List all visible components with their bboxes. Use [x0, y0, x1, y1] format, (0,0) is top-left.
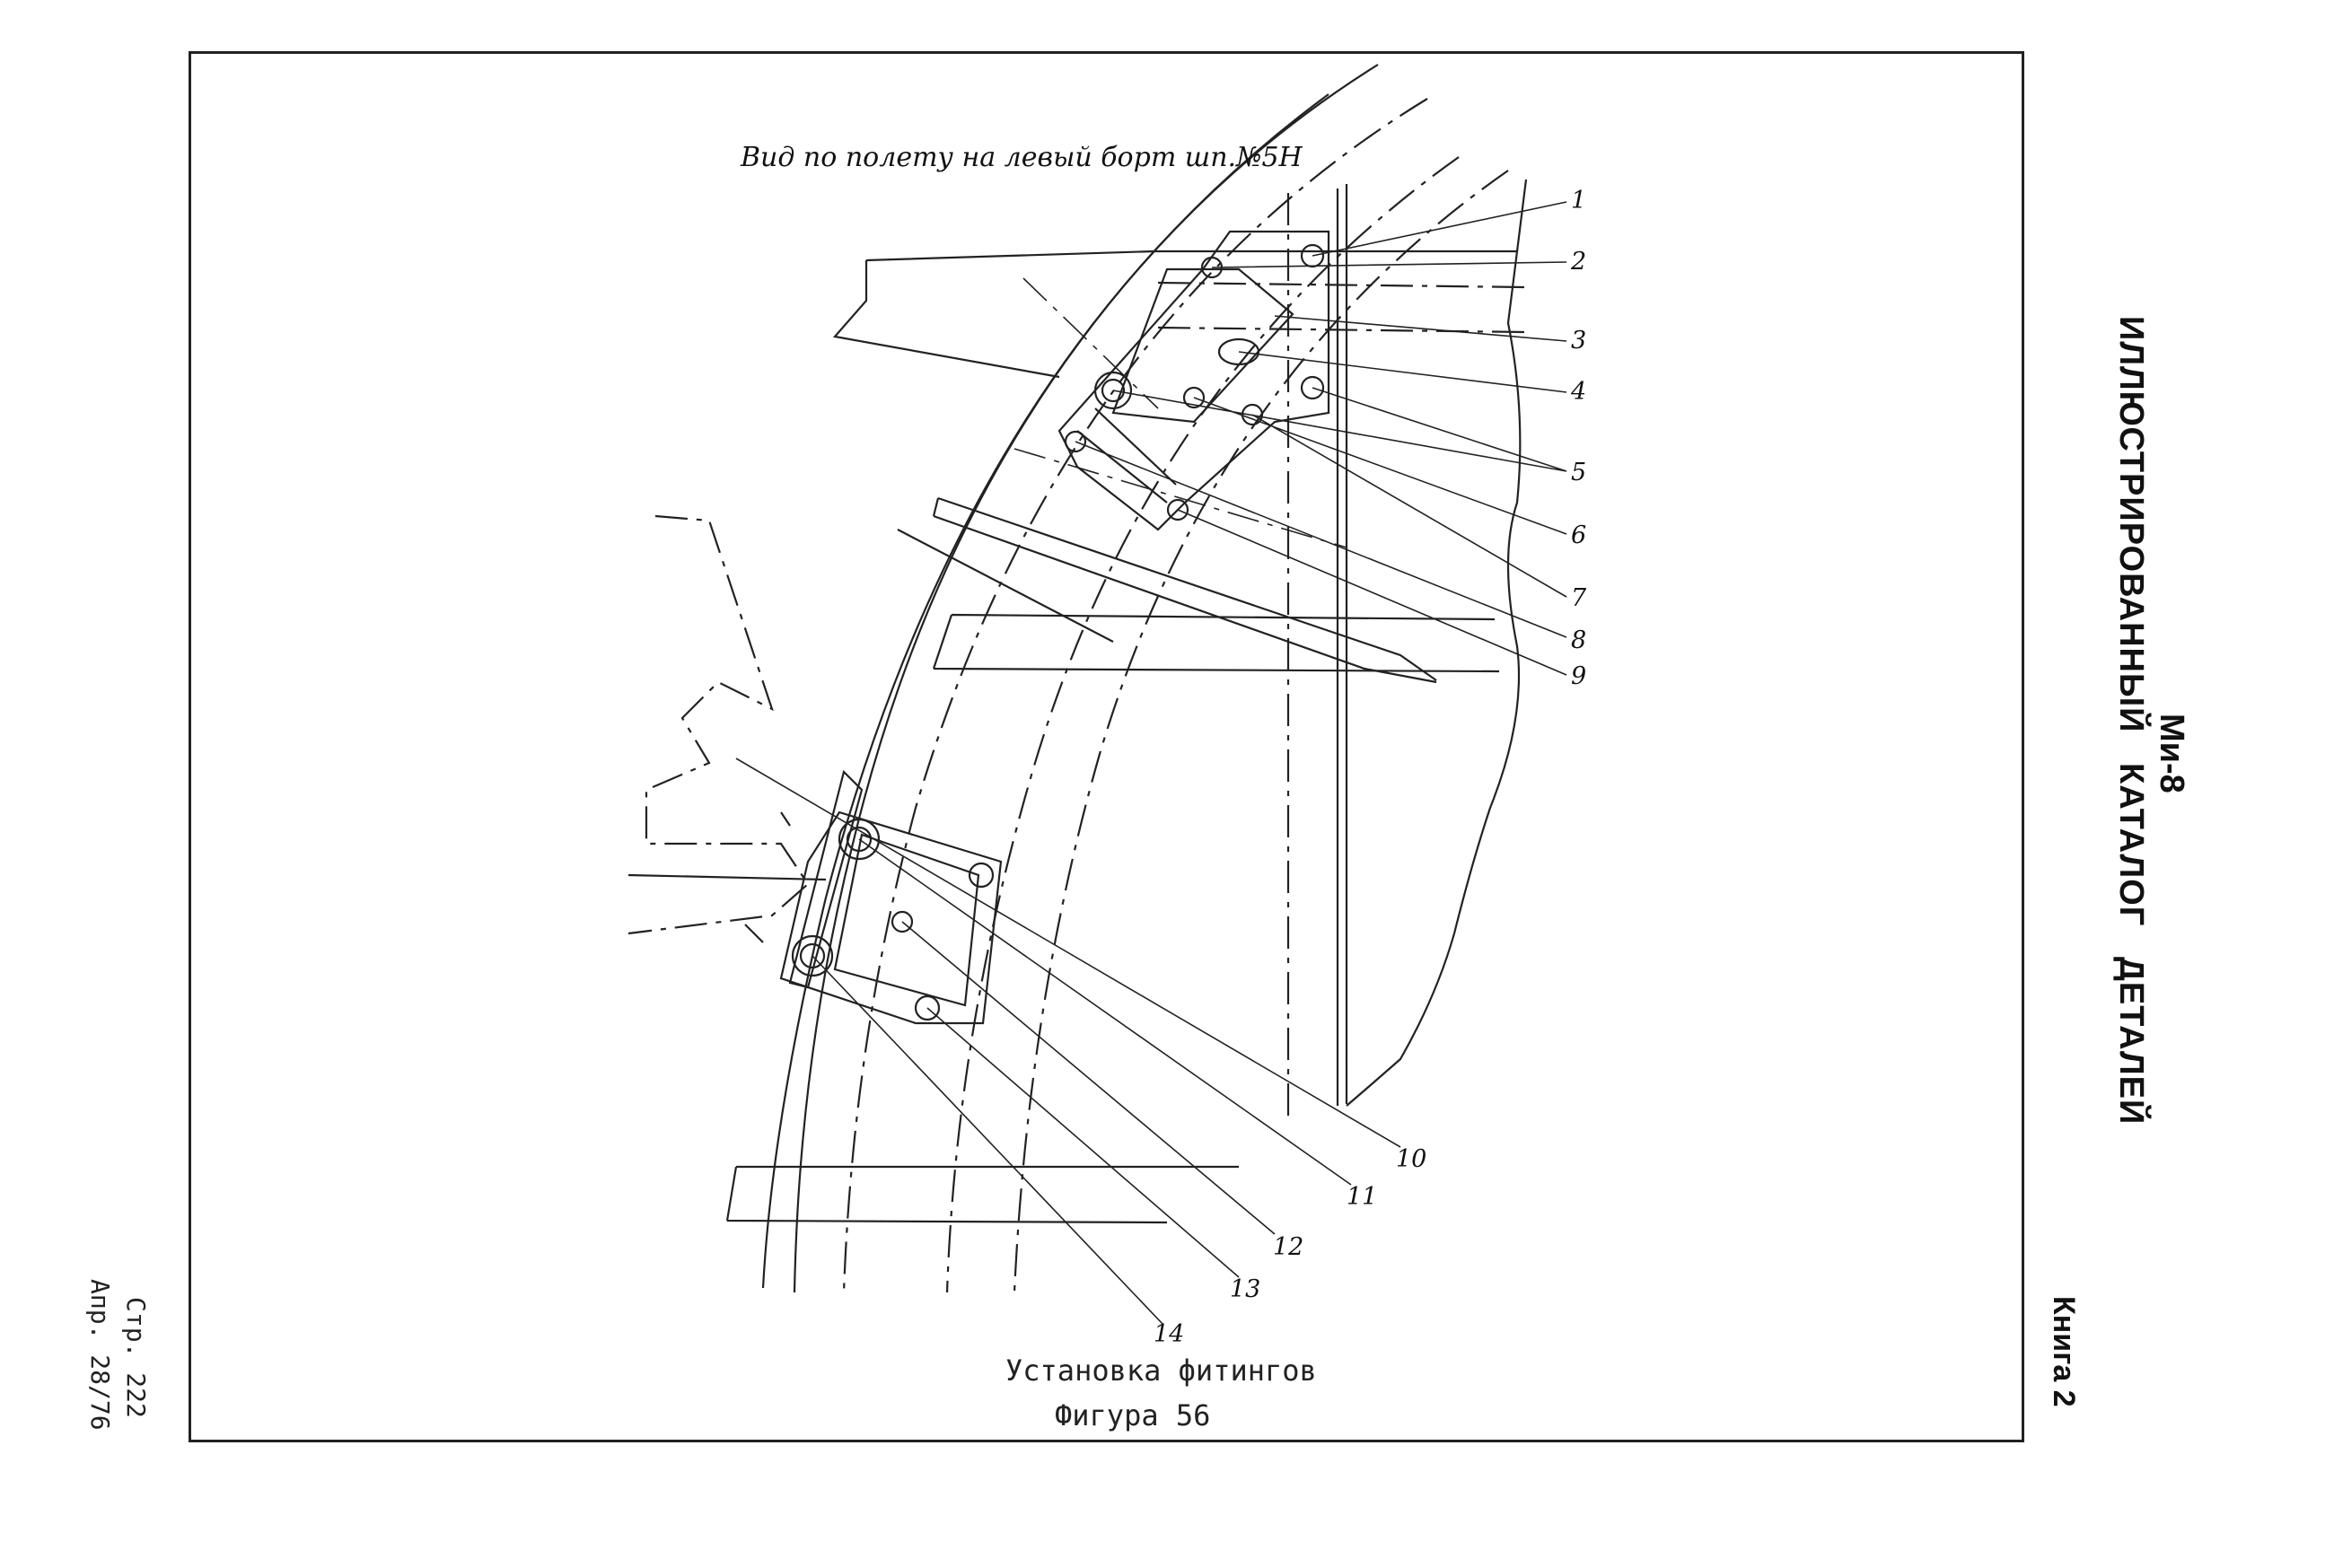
lower-fitting	[779, 810, 1003, 1025]
callout-6: 6	[1571, 521, 1586, 549]
callout-8: 8	[1571, 626, 1586, 654]
callout-numbers: 1 2 3 4 5 6 7 8 9 10 11 12 13 14	[1154, 187, 1587, 1348]
leader-lines-lower	[735, 758, 1401, 1325]
revision-date: Апр. 28/76	[85, 1279, 115, 1431]
upper-bolt-3	[1300, 375, 1325, 400]
stringer-lower	[725, 1165, 1239, 1224]
lower-bolt-5	[914, 994, 941, 1021]
callout-9: 9	[1571, 662, 1586, 690]
stringer-middle	[932, 613, 1500, 673]
figure-number: Фигура 56	[1055, 1398, 1211, 1432]
callout-4: 4	[1570, 378, 1586, 406]
lower-bolt-3	[891, 910, 914, 933]
upper-bolt-7	[1064, 430, 1087, 453]
callout-14: 14	[1154, 1320, 1184, 1348]
callout-10: 10	[1396, 1145, 1426, 1173]
strut-9	[932, 496, 1437, 684]
callout-11: 11	[1347, 1183, 1377, 1211]
catalog-title: ИЛЛЮСТРИРОВАННЫЙ КАТАЛОГ ДЕТАЛЕЙ	[2112, 316, 2150, 1126]
upper-bolt-4	[1093, 371, 1133, 410]
stringer-upper	[865, 250, 1517, 262]
skin-panel-edge	[1336, 179, 1528, 1107]
book-number: Книга 2	[2047, 1296, 2081, 1407]
left-bracket	[627, 514, 810, 935]
lower-bolt-2	[968, 862, 995, 889]
page-number: Стр. 222	[121, 1297, 151, 1418]
drawing-frame	[189, 51, 2024, 1442]
upper-fitting-plate	[1057, 230, 1330, 531]
callout-5: 5	[1571, 459, 1586, 486]
figure-title: Установка фитингов	[1005, 1353, 1317, 1388]
callout-7: 7	[1571, 584, 1587, 612]
callout-12: 12	[1273, 1233, 1303, 1261]
upper-bolt-8	[1166, 498, 1189, 521]
callout-2: 2	[1570, 248, 1586, 276]
aircraft-model: Ми-8	[2153, 714, 2190, 793]
callout-3: 3	[1571, 327, 1586, 355]
lower-bolt-1	[838, 818, 881, 861]
upper-bolt-5	[1182, 386, 1206, 409]
callout-13: 13	[1230, 1275, 1260, 1303]
frame-outer-contour	[761, 64, 1379, 1289]
lower-bolt-4	[791, 934, 834, 977]
view-label: Вид по полету на левый борт шп.№5Н	[740, 142, 1303, 173]
frame-flange-line	[842, 98, 1428, 1293]
callout-1: 1	[1571, 187, 1586, 215]
